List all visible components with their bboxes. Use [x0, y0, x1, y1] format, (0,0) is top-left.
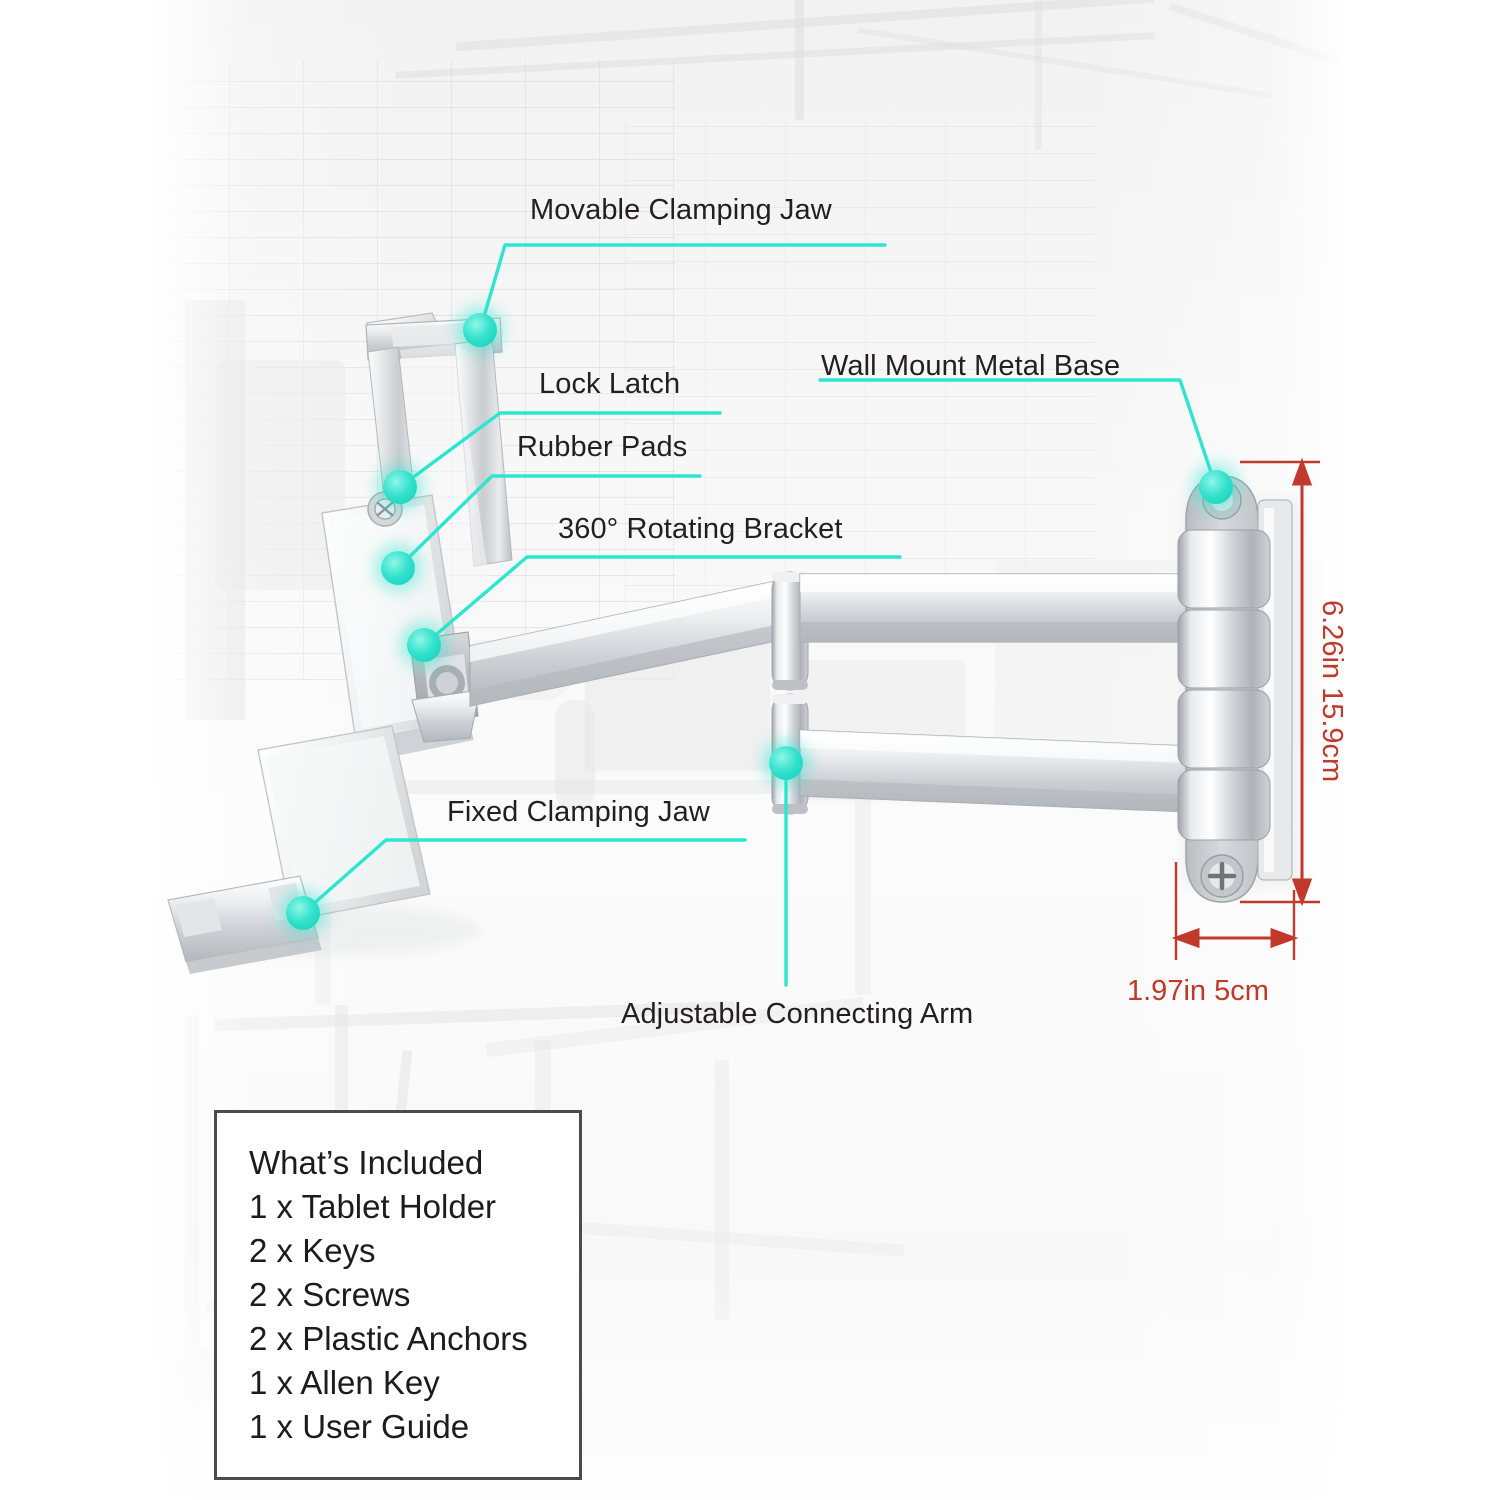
- arrow-left: [1171, 927, 1200, 949]
- dimension-label-width: 1.97in 5cm: [1127, 975, 1269, 1007]
- leader-lock-latch: [398, 411, 722, 489]
- arm-pivot-mid: [771, 571, 809, 691]
- connecting-arm-upper: [469, 579, 781, 707]
- whats-included-item-2: 2 x Screws: [249, 1276, 411, 1313]
- callout-label-wall-mount-metal-base: Wall Mount Metal Base: [821, 350, 1121, 382]
- callout-label-rotating-bracket: 360° Rotating Bracket: [558, 513, 843, 545]
- whats-included-box: What’s Included 1 x Tablet Holder 2 x Ke…: [214, 1110, 582, 1480]
- callout-label-fixed-clamping-jaw: Fixed Clamping Jaw: [447, 796, 710, 828]
- callout-label-lock-latch: Lock Latch: [539, 368, 681, 400]
- callout-leader-lines: [301, 243, 1218, 987]
- connecting-arm-lower: [799, 729, 1191, 813]
- callout-dot-wall-mount-metal-base: [1199, 470, 1233, 504]
- whats-included-item-1: 2 x Keys: [249, 1232, 376, 1269]
- leader-rotating-bracket: [422, 555, 902, 647]
- arrow-right: [1270, 927, 1299, 949]
- dimension-label-height: 6.26in 15.9cm: [1316, 600, 1348, 783]
- callout-dot-movable-clamping-jaw: [463, 313, 497, 347]
- callout-dot-adjustable-connecting-arm: [769, 746, 803, 780]
- dimension-lines: [1171, 457, 1320, 960]
- callout-dot-rotating-bracket: [407, 628, 441, 662]
- leader-movable-clamping-jaw: [478, 243, 887, 332]
- callout-dot-fixed-clamping-jaw: [286, 896, 320, 930]
- callout-dot-rubber-pads: [381, 551, 415, 585]
- callout-label-rubber-pads: Rubber Pads: [517, 431, 688, 463]
- whats-included-item-4: 1 x Allen Key: [249, 1364, 440, 1401]
- wall-mount-base-part: [1177, 475, 1302, 903]
- leader-fixed-clamping-jaw: [301, 838, 747, 915]
- leader-rubber-pads: [396, 474, 702, 570]
- fixed-clamping-jaw-part: [167, 725, 431, 974]
- callout-dot-lock-latch: [383, 470, 417, 504]
- whats-included-item-5: 1 x User Guide: [249, 1408, 470, 1445]
- connecting-arm-upper-right: [799, 573, 1191, 643]
- whats-included-item-3: 2 x Plastic Anchors: [249, 1320, 528, 1357]
- arrow-up: [1291, 457, 1313, 486]
- callout-label-movable-clamping-jaw: Movable Clamping Jaw: [530, 194, 832, 226]
- whats-included-title: What’s Included: [249, 1144, 484, 1181]
- whats-included-item-0: 1 x Tablet Holder: [249, 1188, 497, 1225]
- callout-label-adjustable-connecting-arm: Adjustable Connecting Arm: [621, 998, 974, 1030]
- leader-wall-mount-metal-base: [818, 378, 1218, 489]
- arrow-down: [1291, 878, 1313, 907]
